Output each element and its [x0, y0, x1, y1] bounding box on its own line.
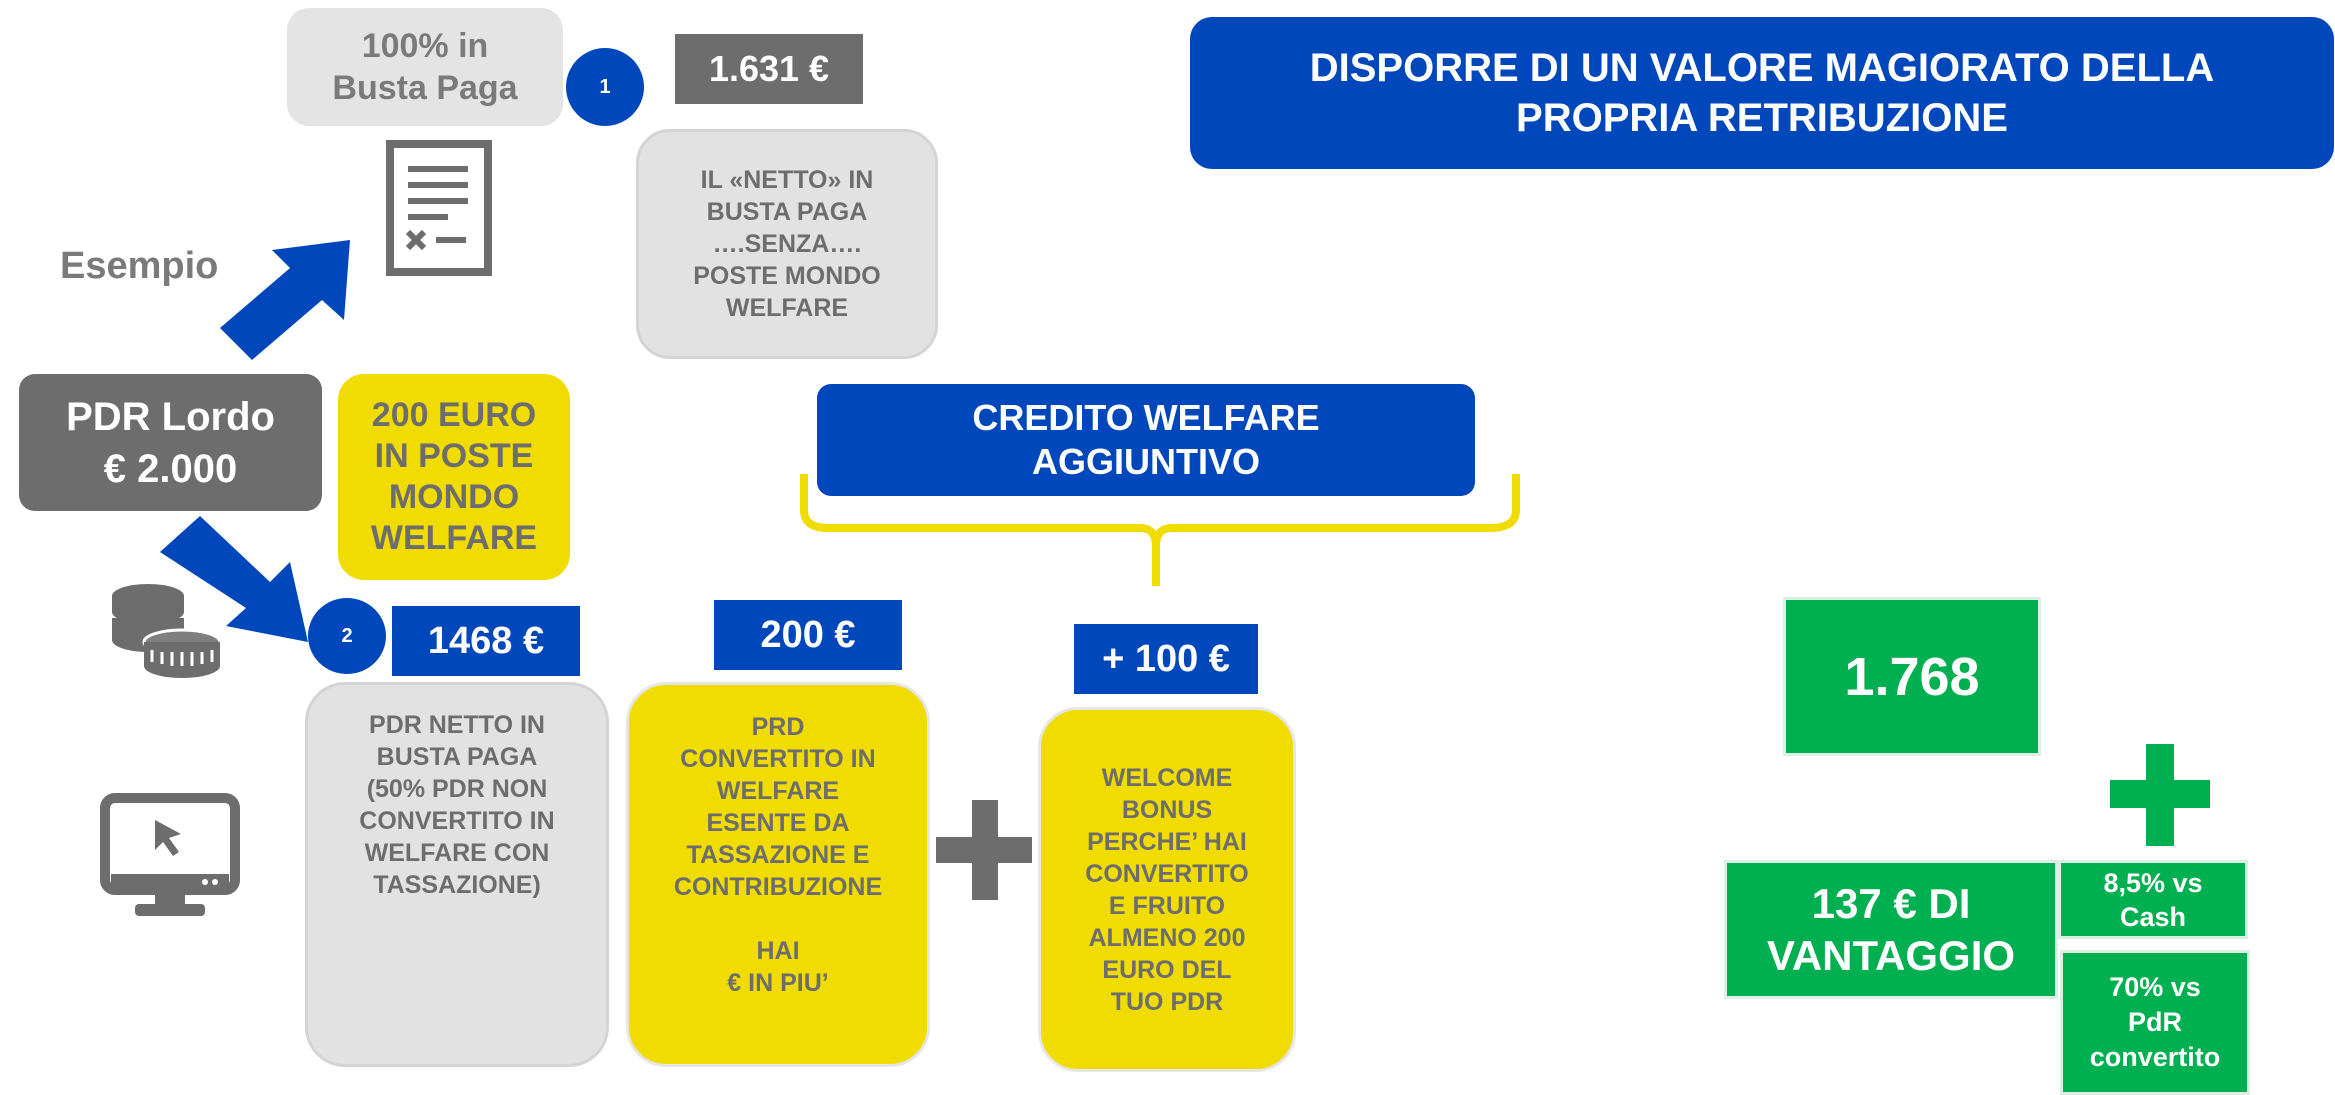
plus-icon [936, 800, 1032, 900]
title-banner: DISPORRE DI UN VALORE MAGIORATO DELLA PR… [1190, 17, 2334, 169]
payslip-icon [386, 140, 492, 276]
netto-note: IL «NETTO» IN BUSTA PAGA ….SENZA…. POSTE… [636, 129, 938, 359]
welfare-amount: 200 € [714, 600, 902, 670]
computer-monitor-icon [100, 793, 240, 916]
plus-icon-green [2110, 744, 2210, 846]
bonus-amount: + 100 € [1074, 624, 1258, 694]
coins-icon [112, 584, 222, 678]
welfare-converted-note: PRD CONVERTITO IN WELFARE ESENTE DA TASS… [626, 682, 930, 1067]
vs-cash-box: 8,5% vs Cash [2058, 860, 2248, 939]
pdr-netto-amount: 1468 € [392, 606, 580, 676]
arrow-down-right-icon [160, 516, 308, 642]
step-2-badge: 2 [308, 598, 386, 674]
arrow-up-right-icon [220, 240, 350, 360]
credito-welfare-banner: CREDITO WELFARE AGGIUNTIVO [817, 384, 1475, 496]
busta-paga-label: 100% in Busta Paga [287, 8, 563, 126]
welcome-bonus-note: WELCOME BONUS PERCHE’ HAI CONVERTITO E F… [1038, 707, 1296, 1072]
example-label: Esempio [60, 245, 219, 287]
bracket-icon [800, 474, 1520, 586]
pdr-netto-note: PDR NETTO IN BUSTA PAGA (50% PDR NON CON… [305, 682, 609, 1067]
advantage-box: 137 € DI VANTAGGIO [1724, 860, 2058, 999]
poste-mondo-welfare-box: 200 EURO IN POSTE MONDO WELFARE [338, 374, 570, 580]
vs-pdr-box: 70% vs PdR convertito [2060, 950, 2250, 1095]
total-value: 1.768 [1783, 597, 2041, 756]
pdr-lordo-box: PDR Lordo € 2.000 [19, 374, 322, 511]
step-1-badge: 1 [566, 48, 644, 126]
netto-amount: 1.631 € [675, 34, 863, 104]
